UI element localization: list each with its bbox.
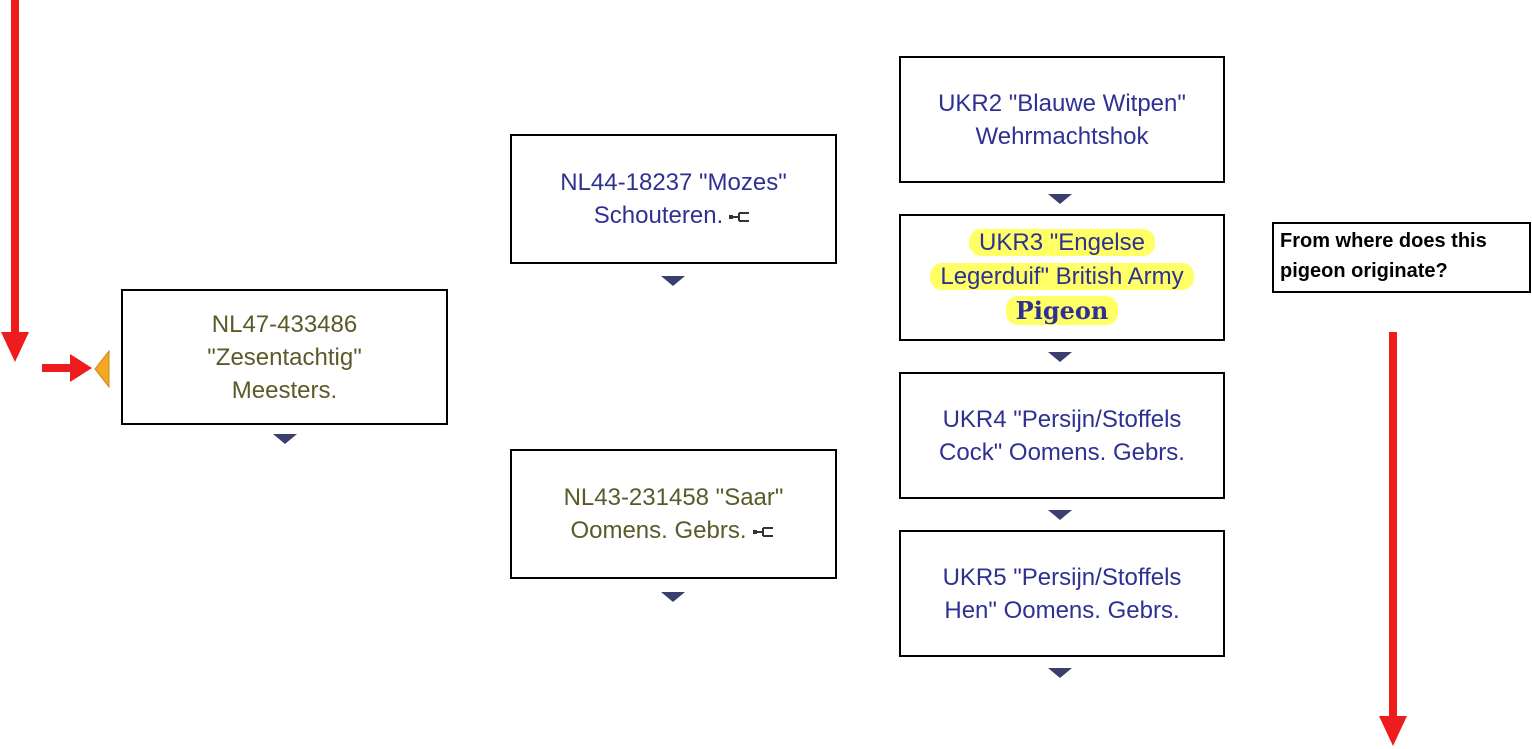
question-callout: From where does this pigeon originate? bbox=[1272, 222, 1531, 293]
expand-triangle-icon[interactable] bbox=[1048, 510, 1072, 520]
gp3-line2: Cock" Oomens. Gebrs. bbox=[939, 438, 1185, 466]
expand-triangle-icon[interactable] bbox=[1048, 194, 1072, 204]
expand-triangle-icon[interactable] bbox=[1048, 668, 1072, 678]
red-right-arrow bbox=[42, 354, 92, 382]
gp4-line2: Hen" Oomens. Gebrs. bbox=[944, 596, 1180, 624]
dam-line2: Oomens. Gebrs. bbox=[570, 517, 747, 544]
subject-line1: NL47-433486 bbox=[211, 310, 358, 338]
grandparent-box-ukr5[interactable]: UKR5 "Persijn/Stoffels Hen" Oomens. Gebr… bbox=[899, 530, 1225, 657]
nav-left-arrow-icon[interactable] bbox=[94, 350, 110, 388]
expand-triangle-icon[interactable] bbox=[1048, 352, 1072, 362]
tree-expand-icon[interactable] bbox=[729, 210, 753, 224]
expand-triangle-icon[interactable] bbox=[273, 434, 297, 444]
subject-line2: "Zesentachtig" bbox=[207, 343, 362, 371]
dam-box[interactable]: NL43-231458 "Saar" Oomens. Gebrs. bbox=[510, 449, 837, 579]
gp1-line2: Wehrmachtshok bbox=[975, 122, 1149, 150]
grandparent-box-ukr3[interactable]: UKR3 "Engelse Legerduif" British Army Pi… bbox=[899, 214, 1225, 341]
gp1-line1: UKR2 "Blauwe Witpen" bbox=[938, 89, 1186, 117]
expand-triangle-icon[interactable] bbox=[661, 276, 685, 286]
subject-pigeon-box[interactable]: NL47-433486 "Zesentachtig" Meesters. bbox=[121, 289, 448, 425]
gp2-line3: Pigeon bbox=[1005, 296, 1119, 325]
grandparent-box-ukr4[interactable]: UKR4 "Persijn/Stoffels Cock" Oomens. Geb… bbox=[899, 372, 1225, 499]
red-down-arrow-left bbox=[1, 0, 29, 362]
gp3-line1: UKR4 "Persijn/Stoffels bbox=[942, 405, 1182, 433]
gp2-line2: Legerduif" British Army bbox=[930, 263, 1194, 290]
tree-expand-icon[interactable] bbox=[752, 525, 777, 539]
gp2-line1: UKR3 "Engelse bbox=[969, 229, 1155, 256]
dam-line1: NL43-231458 "Saar" bbox=[563, 484, 784, 511]
gp4-line1: UKR5 "Persijn/Stoffels bbox=[942, 563, 1182, 591]
sire-line2: Schouteren. bbox=[593, 202, 724, 229]
expand-triangle-icon[interactable] bbox=[661, 592, 685, 602]
subject-line3: Meesters. bbox=[231, 376, 338, 404]
red-down-arrow-right bbox=[1379, 332, 1407, 746]
sire-box[interactable]: NL44-18237 "Mozes" Schouteren. bbox=[510, 134, 837, 264]
sire-line1: NL44-18237 "Mozes" bbox=[560, 169, 787, 196]
grandparent-box-ukr2[interactable]: UKR2 "Blauwe Witpen" Wehrmachtshok bbox=[899, 56, 1225, 183]
